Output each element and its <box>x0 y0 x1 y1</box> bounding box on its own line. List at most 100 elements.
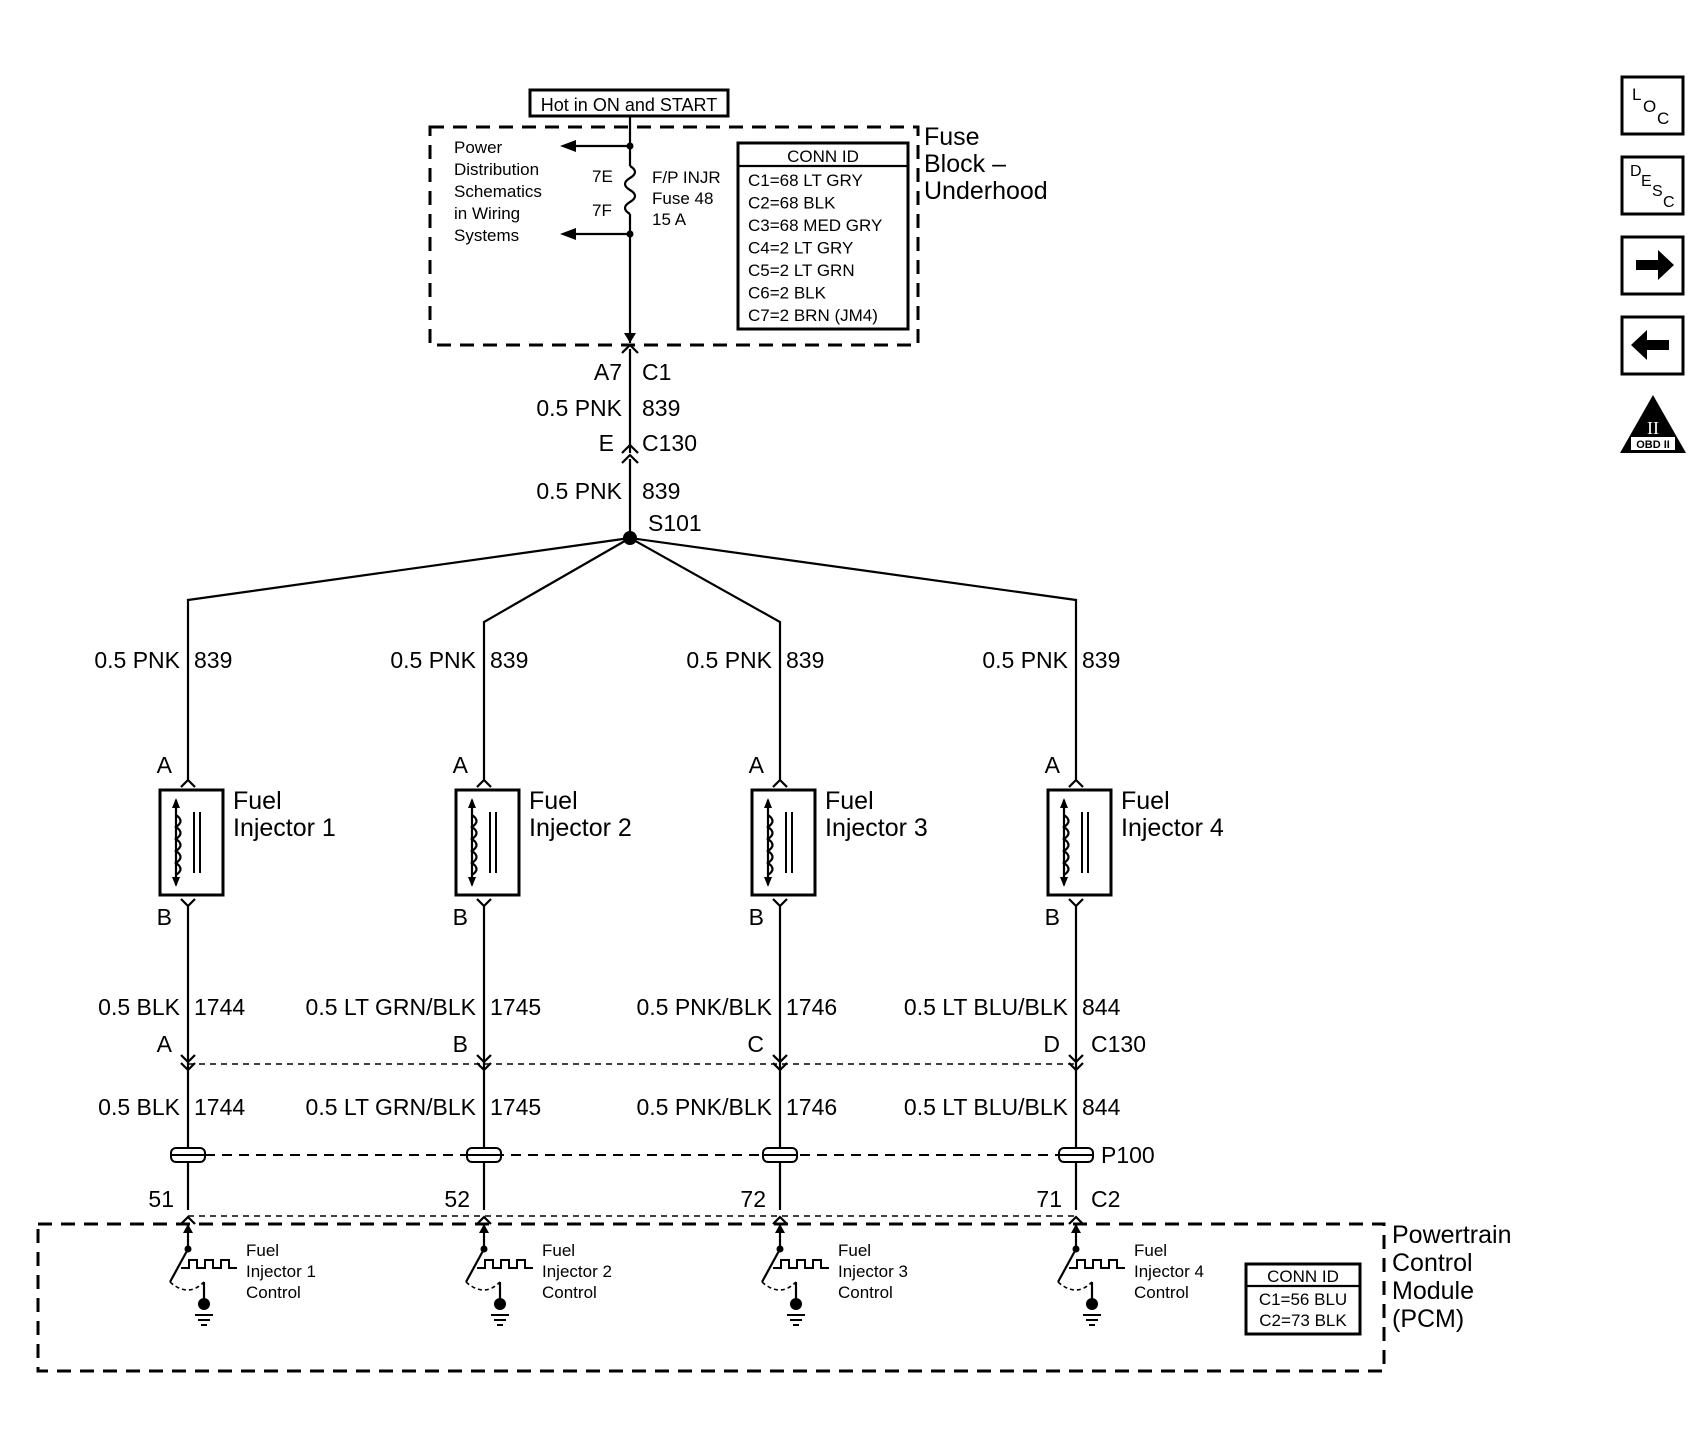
injector-3-upper-wire: 0.5 PNK <box>686 647 772 673</box>
feed-pin-e: E <box>599 430 614 456</box>
injector-3-c130-lower <box>772 1062 788 1072</box>
c2-label: C2 <box>1091 1186 1120 1212</box>
injector-4-c130-upper <box>1068 1054 1084 1064</box>
arrow-up-icon <box>1060 798 1068 808</box>
fuse-pin-7f: 7F <box>592 201 612 220</box>
injector-2-pcm-connector <box>476 1215 492 1225</box>
injector-3-control-1: Fuel <box>838 1241 871 1260</box>
injector-2-lower-wire: 0.5 LT GRN/BLK <box>306 994 477 1020</box>
injector-4-pulse-signal <box>1069 1259 1125 1269</box>
obd-ii-label-bg <box>1631 437 1675 450</box>
injector-4-control-3: Control <box>1134 1283 1189 1302</box>
fuse-line-3: 15 A <box>652 210 687 229</box>
arrow-left-icon <box>1631 330 1669 360</box>
injector-2-control-1: Fuel <box>542 1241 575 1260</box>
connector-c130-top-symbol <box>621 453 639 464</box>
injector-4-pin-a: A <box>1045 752 1061 778</box>
injector-1-ground-node <box>198 1298 210 1310</box>
fuse-pin-7e: 7E <box>592 167 613 186</box>
back-button[interactable] <box>1620 315 1685 376</box>
injector-3-c130-pin: C <box>747 1031 764 1057</box>
next-button[interactable] <box>1620 235 1685 296</box>
pcm-label-2: Control <box>1392 1249 1473 1277</box>
injector-1-pulse-signal <box>181 1259 237 1269</box>
injector-1-control-3: Control <box>246 1283 301 1302</box>
injector-2-control-3: Control <box>542 1283 597 1302</box>
loc-c: C <box>1657 109 1669 128</box>
loc-o: O <box>1643 97 1656 116</box>
power-note-2: Distribution <box>454 160 539 179</box>
injector-3-c130-upper <box>772 1054 788 1064</box>
injector-1-driver-switch <box>169 1248 189 1283</box>
arrow-down-icon <box>1060 877 1068 887</box>
injector-4-c130-pin: D <box>1043 1031 1060 1057</box>
injector-1-body <box>158 788 225 897</box>
loc-button[interactable]: L O C <box>1620 75 1685 136</box>
obd-ii-button[interactable]: II OBD II <box>1620 395 1686 453</box>
arrow-right-icon <box>1636 250 1674 280</box>
injector-3-pulse-signal <box>773 1259 829 1269</box>
fuse-48-symbol <box>623 165 637 215</box>
fuse-block-frame <box>428 125 920 347</box>
injector-4-coil <box>1062 814 1070 876</box>
injector-1-control-2: Injector 1 <box>246 1262 316 1281</box>
injector-1-lower-circuit: 1744 <box>194 994 245 1020</box>
injector-1-wire3: 0.5 BLK <box>98 1094 180 1120</box>
arrow-down-icon <box>468 877 476 887</box>
injector-4-pcm-pin: 71 <box>1036 1186 1062 1212</box>
injector-2-pin-a: A <box>453 752 469 778</box>
feed-wire-circuit-1: 839 <box>642 395 680 421</box>
branch-wire-injector-2 <box>482 537 631 780</box>
fuse-block-label-1: Fuse <box>924 123 980 151</box>
injector-3-upper-circuit: 839 <box>786 647 824 673</box>
injector-2-connector-b <box>476 898 492 908</box>
injector-3-wire3: 0.5 PNK/BLK <box>636 1094 772 1120</box>
feed-connector-c130: C130 <box>642 430 697 456</box>
fuse-conn-id-box <box>736 141 910 331</box>
injector-4-pcm-connector <box>1068 1215 1084 1225</box>
obd-ii-mark: II <box>1647 418 1659 438</box>
desc-button[interactable]: D E S C <box>1620 155 1685 216</box>
pcm-label-3: Module <box>1392 1277 1474 1305</box>
fuse-conn-id-row-7: C7=2 BRN (JM4) <box>748 306 878 325</box>
injector-2-wire3: 0.5 LT GRN/BLK <box>306 1094 477 1120</box>
desc-c: C <box>1663 194 1675 211</box>
injector-3-circuit3: 1746 <box>786 1094 837 1120</box>
arrow-up-icon <box>1071 1224 1081 1233</box>
injector-2-lower-circuit: 1745 <box>490 994 541 1020</box>
obd-ii-label: OBD II <box>1636 439 1670 451</box>
branch-wire-injector-4 <box>629 536 1078 780</box>
injector-3-coil <box>766 814 774 876</box>
injector-4-upper-circuit: 839 <box>1082 647 1120 673</box>
injector-1-pin-b: B <box>157 904 172 930</box>
fuse-conn-id-row-3: C3=68 MED GRY <box>748 216 882 235</box>
injector-4-connector-b <box>1068 898 1084 908</box>
injector-1-lower-wire: 0.5 BLK <box>98 994 180 1020</box>
injector-3-name-1: Fuel <box>825 787 874 815</box>
fuse-conn-id-row-4: C4=2 LT GRY <box>748 239 853 258</box>
fuse-block-label-2: Block – <box>924 150 1006 178</box>
fuse-conn-id-row-6: C6=2 BLK <box>748 284 827 303</box>
arrow-up-icon <box>183 1224 193 1233</box>
injector-3-control-2: Injector 3 <box>838 1262 908 1281</box>
pcm-conn-id-title: CONN ID <box>1267 1267 1339 1286</box>
power-note-1: Power <box>454 138 503 157</box>
arrow-left-icon <box>560 140 576 152</box>
injector-2-c130-lower <box>476 1062 492 1072</box>
injector-3-pin-a: A <box>749 752 765 778</box>
injector-4-wire3: 0.5 LT BLU/BLK <box>904 1094 1069 1120</box>
injector-3-name-2: Injector 3 <box>825 814 928 842</box>
splice-s101-label: S101 <box>648 510 702 536</box>
arrow-down-icon <box>624 333 636 343</box>
pcm-frame <box>36 1222 1386 1373</box>
arrow-up-icon <box>775 1224 785 1233</box>
injector-2-c130-upper <box>476 1054 492 1064</box>
connector-c130-top-symbol-2 <box>621 443 639 454</box>
injector-2-connector-a <box>476 778 492 788</box>
injector-3-driver-link <box>761 1281 797 1291</box>
